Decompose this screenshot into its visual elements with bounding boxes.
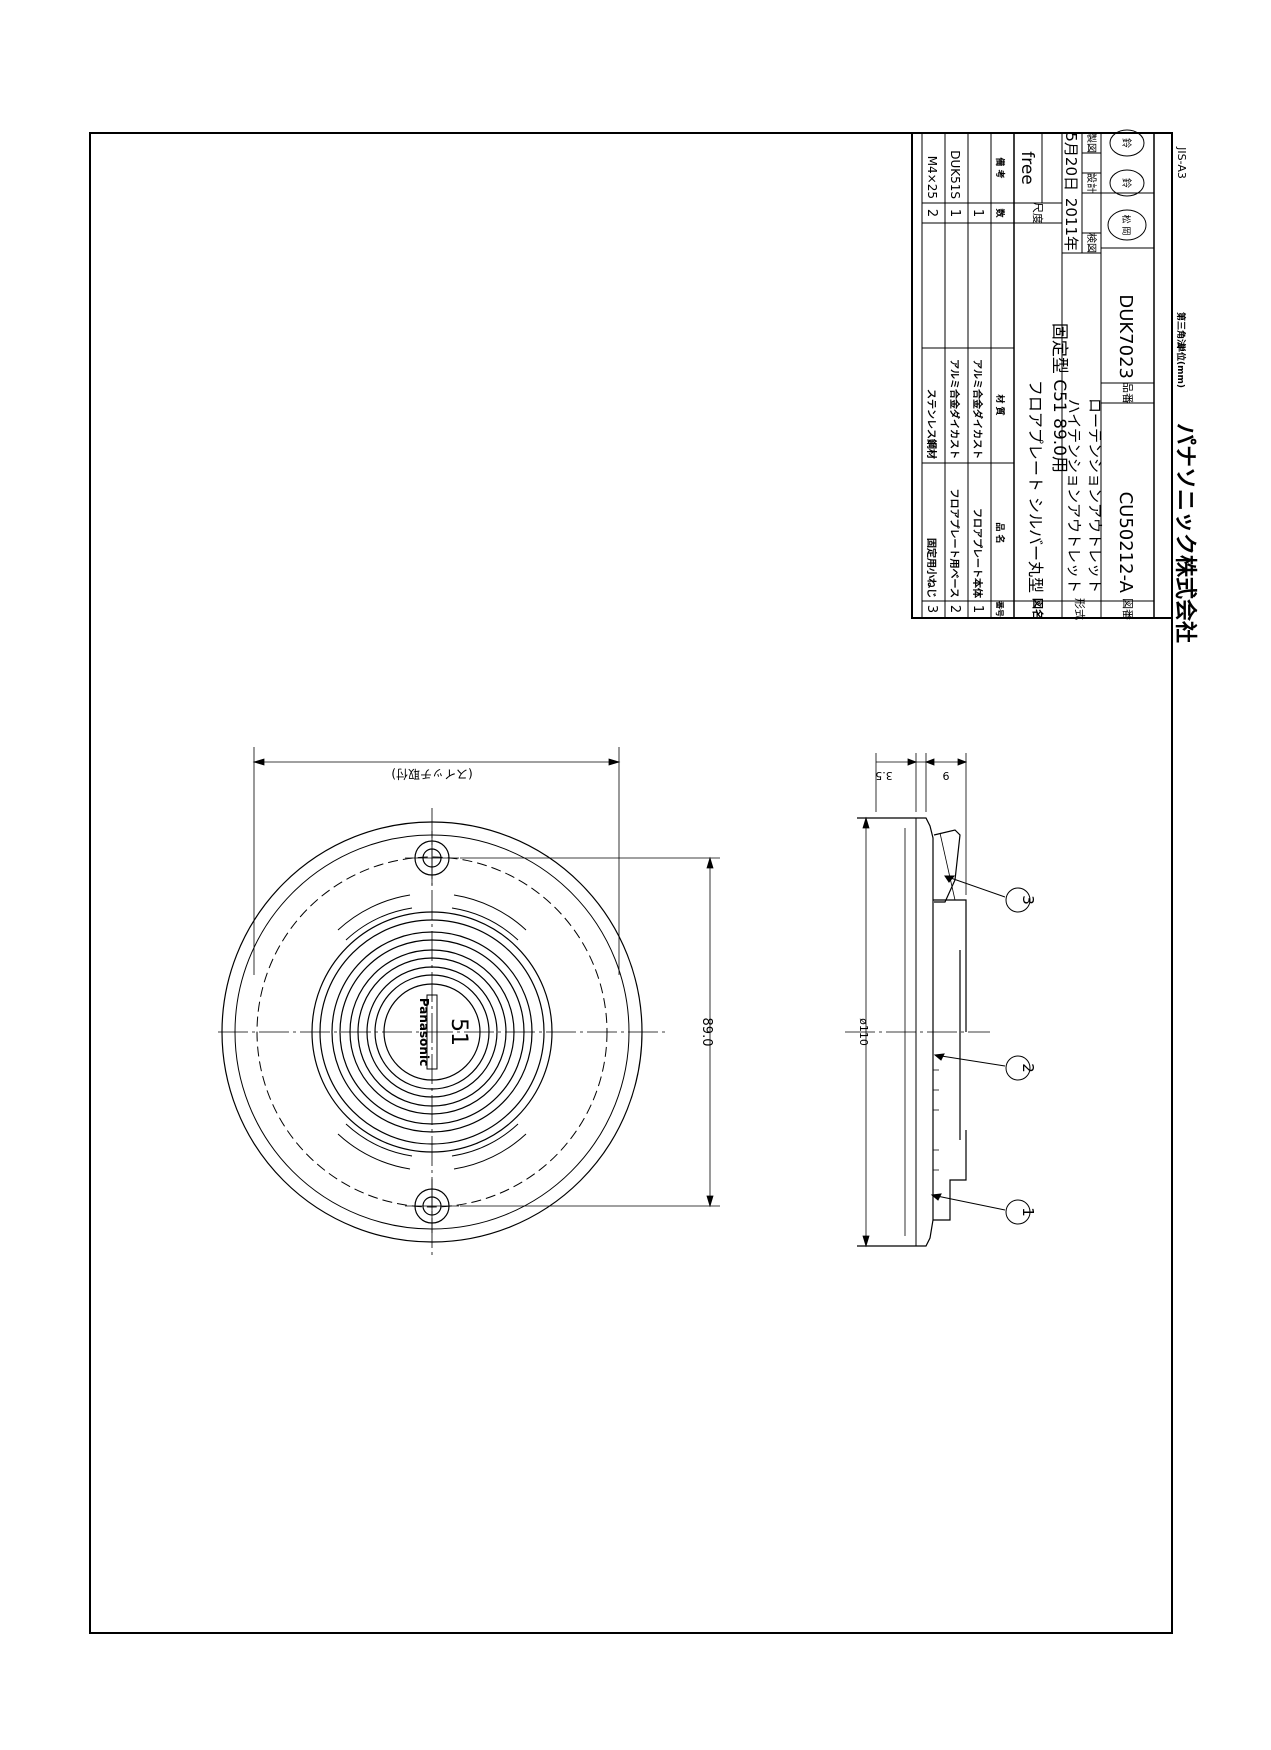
front-view: [218, 808, 668, 1258]
brand-logo-text: Panasonic: [417, 998, 431, 1066]
draft-label: 製図: [1085, 133, 1098, 153]
parts-list: [921, 133, 1015, 618]
part-row-3-remarks: M4×25: [925, 156, 939, 199]
part-row-1-name: フロアプレート本体: [971, 508, 984, 599]
part-row-3-material: ステンレス鋼材: [925, 389, 938, 459]
parts-header-no: 番号: [995, 600, 1005, 617]
company-name: パナソニック株式会社: [1172, 423, 1198, 643]
balloon-1: 1: [1019, 1207, 1037, 1217]
part-row-2-material: アルミ合金ダイカスト: [948, 359, 961, 459]
part-row-1-material: アルミ合金ダイカスト: [971, 359, 984, 459]
dim-thickness: 3.5: [875, 769, 893, 782]
part-balloons: [930, 875, 1031, 1225]
part-row-2-no: 2: [947, 605, 962, 613]
parts-header-remarks: 備 考: [994, 157, 1006, 178]
part-row-2-remarks: DUK51S: [948, 150, 962, 199]
parts-header-name: 品 名: [994, 522, 1006, 543]
model-line2: ローテンションアウトレット: [1086, 398, 1104, 593]
part-row-3-name: 固定用小ねじ: [925, 538, 938, 598]
front-view-labels: Panasonic 51: [417, 998, 471, 1066]
product-number: DUK7023: [1115, 294, 1136, 379]
approval-stamps: [1107, 129, 1147, 241]
side-view-dimensions: [862, 753, 968, 1248]
front-view-dimensions: [252, 747, 720, 1208]
stamp-draft-text: 鈴: [1120, 138, 1133, 148]
scale-label: 尺度: [1031, 202, 1045, 224]
part-row-2-qty: 1: [947, 209, 962, 217]
drawing-no-label: 図番: [1121, 598, 1134, 620]
model-line1: ハイテンションアウトレット: [1065, 399, 1083, 593]
scale-value: free: [1017, 151, 1037, 185]
dim-height: 9: [943, 769, 950, 782]
dim-pitch: 89.0: [699, 1018, 714, 1047]
part-row-1-qty: 1: [970, 209, 985, 217]
parts-header-qty: 数: [994, 208, 1006, 218]
drawing-name-label: 図名: [1031, 598, 1045, 620]
part-row-1-no: 1: [970, 605, 985, 613]
part-row-3-no: 3: [924, 605, 939, 613]
model-label: 形式: [1073, 598, 1086, 620]
dim-diameter: ø110: [857, 1018, 870, 1046]
title-block: 3 固定用小ねじ ステンレス鋼材 2 M4×25 2 フロアプレート用ベース ア…: [911, 129, 1198, 643]
unit-note: 単位(mm): [1175, 343, 1187, 388]
projection-note: 第三角法: [1175, 312, 1187, 348]
part-row-3-qty: 2: [924, 209, 939, 217]
drawing-number: CU50212-A: [1115, 492, 1136, 594]
drawing-frame: [89, 132, 1173, 1634]
parts-header-material: 材 質: [994, 393, 1006, 415]
design-label: 設計: [1085, 173, 1098, 193]
balloon-2: 2: [1019, 1063, 1037, 1073]
date-year: 2011年: [1062, 198, 1080, 251]
stamp-design-text: 鈴: [1120, 178, 1133, 188]
dim-switch-note: (スイッチ取付): [391, 767, 472, 781]
part-row-2-name: フロアプレート用ベース: [948, 489, 961, 599]
date-monthday: 5月20日: [1062, 132, 1080, 191]
balloon-3: 3: [1019, 895, 1037, 905]
check-label: 検図: [1085, 233, 1098, 253]
drawing-name-line2: 固定型 C51 89.0用: [1049, 323, 1069, 473]
drawing-name-line1: フロアプレート シルバー丸型: [1026, 380, 1045, 593]
plate-number: 51: [446, 1018, 471, 1046]
stamp-check-text: 松 岡: [1120, 215, 1132, 236]
side-view: [845, 817, 990, 1247]
product-no-label: 品番: [1121, 382, 1134, 404]
paper-size: JIS-A3: [1175, 146, 1188, 179]
